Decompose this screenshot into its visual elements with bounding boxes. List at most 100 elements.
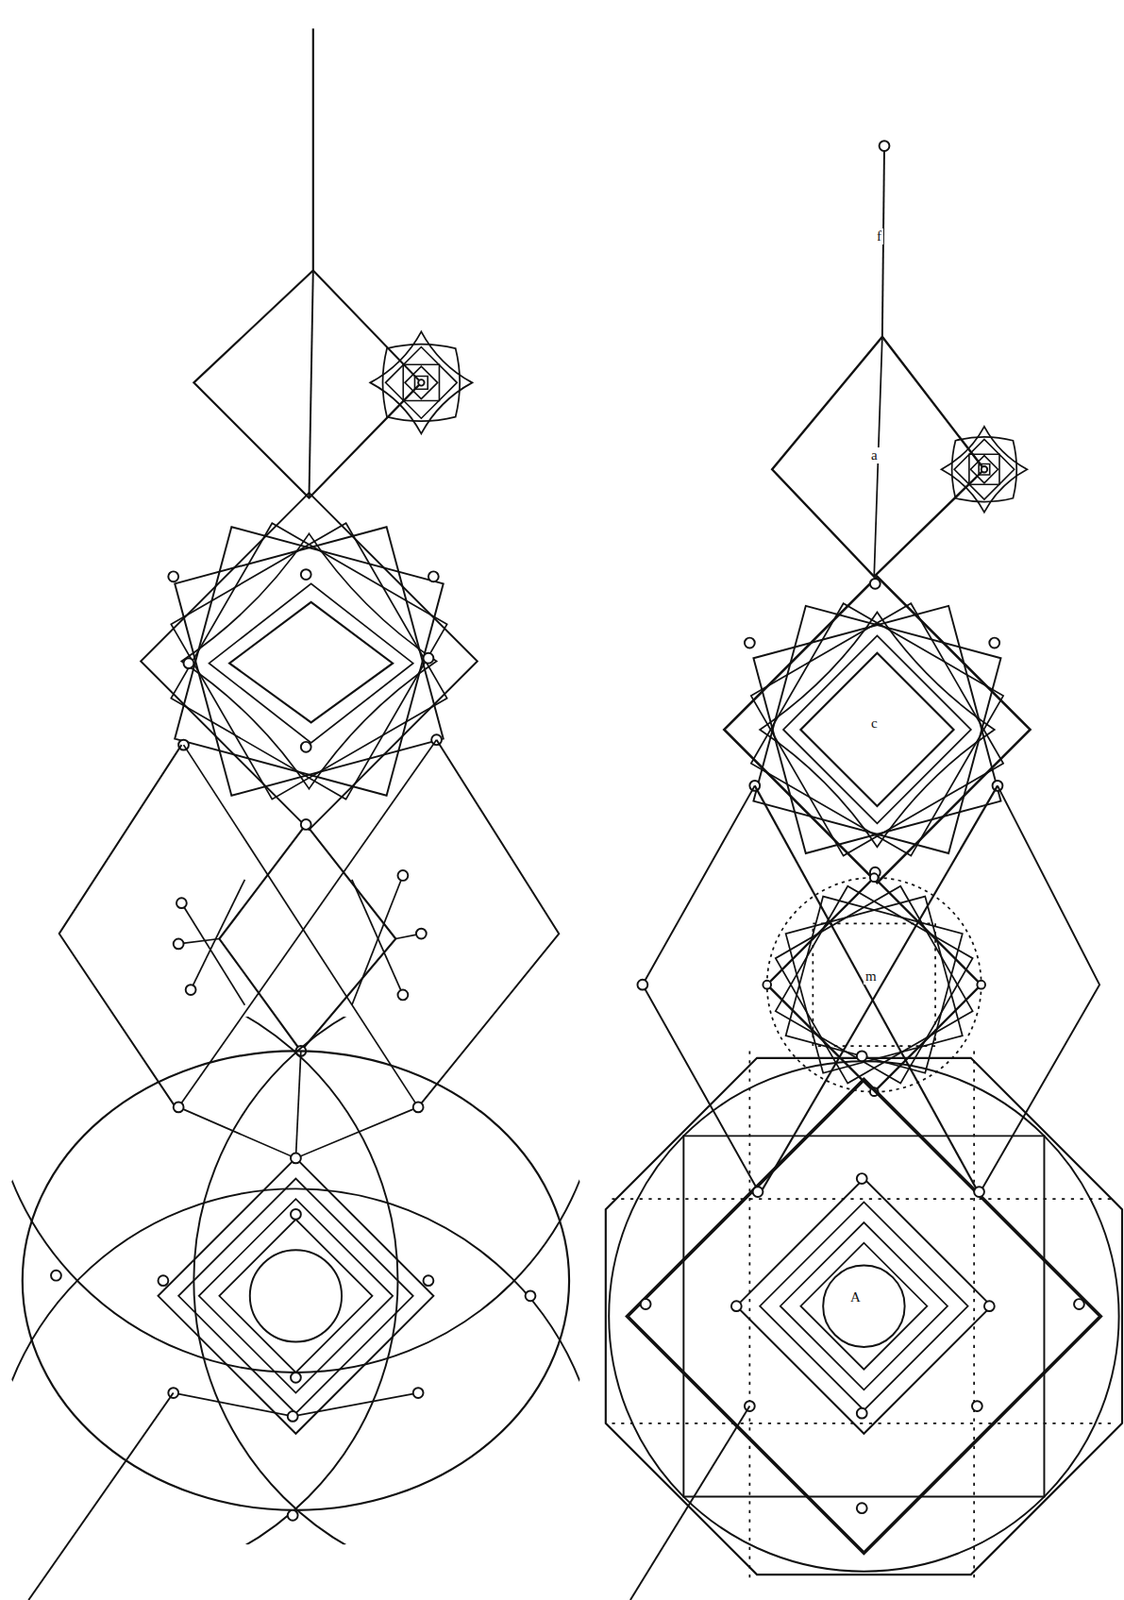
node-dot bbox=[637, 979, 648, 990]
node-dot bbox=[290, 1208, 302, 1220]
construction-line bbox=[352, 874, 403, 1005]
outer-circle bbox=[22, 1050, 570, 1510]
node-dot bbox=[397, 870, 408, 881]
node-dot bbox=[301, 741, 312, 753]
node-dot bbox=[525, 1290, 537, 1301]
polygon-outline bbox=[767, 877, 982, 1092]
letter-label: m bbox=[863, 968, 879, 985]
node-dot bbox=[870, 578, 881, 589]
node-dot bbox=[428, 570, 439, 582]
node-dot bbox=[423, 1274, 435, 1286]
construction-line bbox=[630, 1406, 750, 1600]
construction-line bbox=[312, 28, 315, 270]
node-dot bbox=[287, 1509, 299, 1521]
node-dot bbox=[413, 1387, 424, 1398]
polygon-outline bbox=[683, 1135, 1044, 1496]
construction-line bbox=[352, 879, 403, 995]
circle-outline bbox=[0, 1188, 603, 1600]
polygon-outline bbox=[970, 455, 998, 484]
node-dot bbox=[167, 570, 179, 582]
polygon-outline bbox=[140, 492, 478, 830]
node-dot bbox=[981, 466, 988, 472]
polygon-outline bbox=[605, 1057, 1123, 1575]
polygon-outline bbox=[158, 1157, 435, 1434]
outline-line bbox=[229, 602, 393, 723]
right-figure bbox=[605, 140, 1123, 1600]
polygon-outline bbox=[753, 605, 1001, 854]
polygon-outline bbox=[414, 375, 428, 389]
outline-line bbox=[642, 785, 760, 1193]
node-dot bbox=[413, 1101, 424, 1112]
letter-label: A bbox=[848, 1289, 863, 1306]
polygon-outline bbox=[786, 896, 963, 1074]
node-dot bbox=[290, 1372, 302, 1383]
polygon-outline bbox=[800, 653, 954, 806]
outline-line bbox=[979, 785, 1101, 1193]
construction-line bbox=[748, 1050, 751, 1581]
node-dot bbox=[287, 1410, 299, 1422]
node-dot bbox=[744, 637, 755, 649]
polygon-outline bbox=[385, 347, 458, 420]
node-dot bbox=[184, 657, 195, 669]
polygon-outline bbox=[954, 438, 1015, 500]
polygon-outline bbox=[723, 576, 1030, 883]
outline-line bbox=[209, 583, 414, 743]
node-dot bbox=[976, 980, 986, 990]
node-dot bbox=[731, 1300, 742, 1311]
outline-line bbox=[59, 744, 183, 1108]
node-dot bbox=[158, 1274, 169, 1286]
node-dot bbox=[185, 984, 197, 995]
polygon-outline bbox=[170, 522, 447, 799]
letter-label: a bbox=[869, 447, 880, 464]
node-dot bbox=[856, 1408, 868, 1419]
polygon-outline bbox=[978, 463, 990, 475]
polygon-outline bbox=[786, 896, 963, 1074]
polygon-outline bbox=[780, 1222, 948, 1390]
construction-line bbox=[295, 1050, 301, 1158]
polygon-outline bbox=[170, 522, 447, 799]
node-dot bbox=[984, 1300, 995, 1311]
polygon-outline bbox=[775, 886, 974, 1084]
polygon-outline bbox=[736, 1178, 991, 1434]
node-dot bbox=[973, 1186, 985, 1197]
construction-line bbox=[178, 939, 219, 944]
construction-line bbox=[28, 1392, 173, 1600]
curved-square bbox=[941, 426, 1028, 513]
outline-line bbox=[418, 739, 559, 1108]
polygon-outline bbox=[759, 1201, 968, 1410]
curved-square bbox=[383, 344, 461, 422]
node-dot bbox=[176, 897, 187, 908]
construction-line bbox=[611, 1422, 1117, 1425]
node-dot bbox=[290, 1153, 302, 1164]
circle-outline bbox=[608, 1060, 1119, 1571]
node-dot bbox=[762, 980, 772, 990]
node-dot bbox=[640, 1298, 652, 1309]
curved-square bbox=[759, 612, 995, 848]
polygon-outline bbox=[178, 1178, 414, 1414]
node-dot bbox=[856, 1050, 868, 1061]
polygon-outline bbox=[969, 453, 1000, 485]
polygon-outline bbox=[627, 1079, 1101, 1554]
construction-line bbox=[754, 785, 980, 1193]
construction-line bbox=[759, 785, 998, 1193]
polygon-outline bbox=[218, 1219, 372, 1373]
polygon-outline bbox=[174, 526, 444, 796]
circle-outline bbox=[193, 973, 806, 1587]
construction-line bbox=[190, 879, 245, 990]
curved-square bbox=[369, 331, 472, 434]
polygon-outline bbox=[800, 1242, 927, 1370]
circle-outline bbox=[0, 759, 603, 1373]
polygon-outline bbox=[751, 603, 1004, 856]
circle-outline bbox=[767, 877, 982, 1092]
polygon-outline bbox=[775, 886, 974, 1084]
node-dot bbox=[416, 928, 427, 940]
node-dot bbox=[753, 1186, 764, 1197]
node-dot bbox=[856, 1502, 868, 1513]
construction-line bbox=[973, 1050, 975, 1581]
node-dot bbox=[397, 989, 408, 1001]
node-dot bbox=[870, 872, 879, 882]
node-dot bbox=[989, 637, 1000, 649]
node-dot bbox=[173, 939, 185, 950]
